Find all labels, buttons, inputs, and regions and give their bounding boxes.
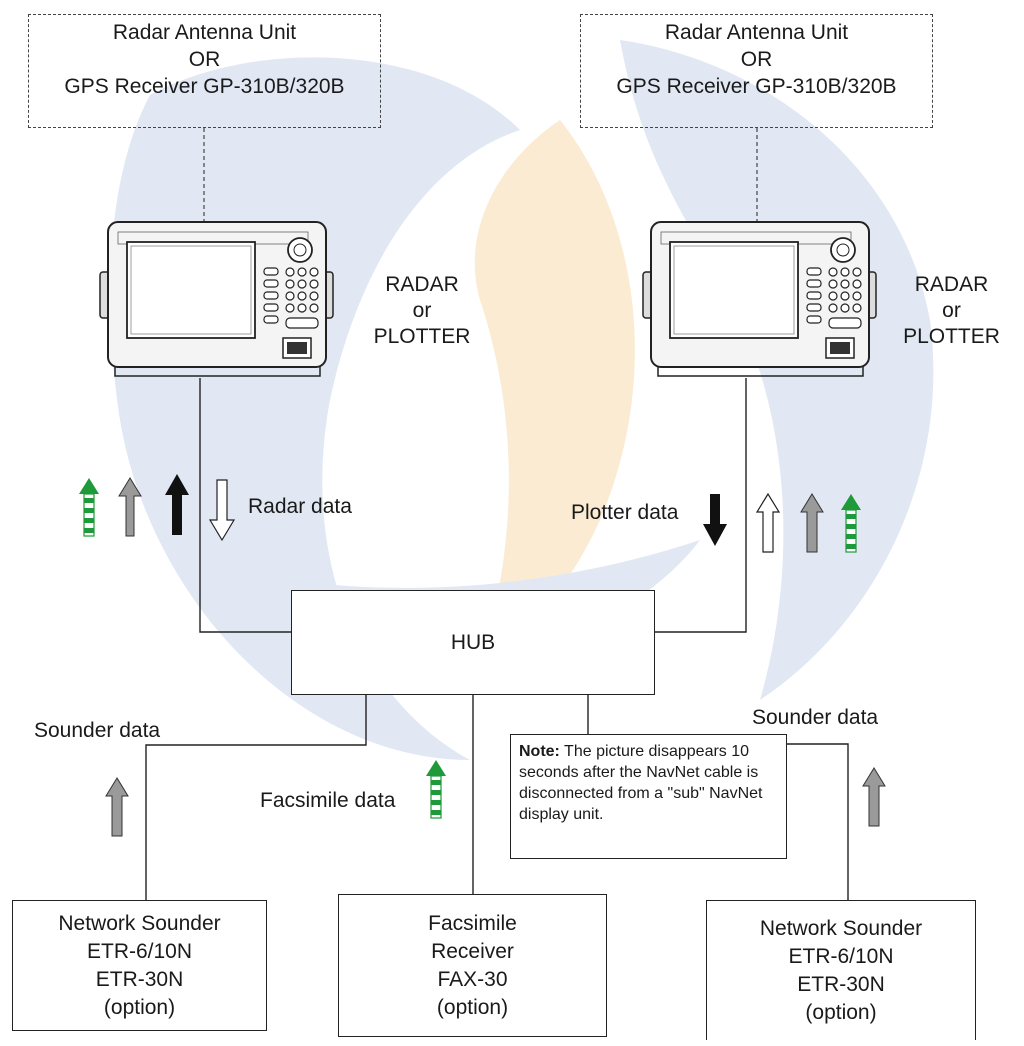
box-line-3: FAX-30 bbox=[437, 967, 508, 991]
watermark-flame bbox=[470, 120, 635, 690]
plotter-data-label: Plotter data bbox=[571, 501, 679, 524]
bottom-center-fax-box: Facsimile Receiver FAX-30 (option) bbox=[338, 894, 607, 1037]
left-arrow-group bbox=[79, 474, 236, 542]
green-striped-up-arrow-right bbox=[841, 494, 861, 553]
right-display-label: RADAR or PLOTTER bbox=[884, 272, 1019, 350]
bottom-right-sounder-box: Network Sounder ETR-6/10N ETR-30N (optio… bbox=[706, 900, 976, 1040]
box-line-4: (option) bbox=[103, 995, 176, 1019]
display-label-line-2: or bbox=[412, 299, 432, 322]
source-line-3: GPS Receiver GP-310B/320B bbox=[616, 75, 897, 98]
box-line-4: (option) bbox=[805, 1000, 877, 1024]
sounder-data-label-left: Sounder data bbox=[34, 719, 161, 742]
green-striped-up-arrow-left bbox=[79, 478, 99, 537]
radar-data-label: Radar data bbox=[248, 495, 352, 518]
display-label-line-2: or bbox=[942, 299, 961, 322]
gray-up-arrow-sounder-left bbox=[105, 777, 129, 837]
note-box: Note: The picture disappears 10 seconds … bbox=[510, 734, 787, 859]
gray-up-arrow-sounder-right bbox=[862, 767, 886, 827]
box-line-3: ETR-30N bbox=[797, 972, 885, 996]
display-label-line-1: RADAR bbox=[914, 273, 989, 296]
hub-label: HUB bbox=[450, 630, 496, 654]
facsimile-data-label: Facsimile data bbox=[260, 789, 396, 812]
box-line-2: ETR-6/10N bbox=[86, 939, 193, 963]
source-line-2: OR bbox=[188, 48, 221, 71]
right-display-unit bbox=[642, 221, 877, 377]
box-line-1: Facsimile bbox=[428, 911, 517, 935]
green-striped-up-arrow-fax bbox=[426, 760, 446, 819]
left-display-to-hub-cable bbox=[199, 378, 291, 633]
display-label-line-3: PLOTTER bbox=[903, 325, 1000, 348]
source-line-2: OR bbox=[740, 48, 773, 71]
box-line-1: Network Sounder bbox=[759, 916, 923, 940]
display-label-line-1: RADAR bbox=[385, 273, 459, 296]
sounder-data-label-right: Sounder data bbox=[752, 706, 879, 729]
top-right-source-box: Radar Antenna Unit OR GPS Receiver GP-31… bbox=[580, 14, 933, 128]
box-line-4: (option) bbox=[436, 995, 509, 1019]
network-cables bbox=[145, 378, 849, 900]
box-line-3: ETR-30N bbox=[95, 967, 184, 991]
gray-up-arrow-left bbox=[118, 477, 142, 537]
note-heading: Note: bbox=[519, 743, 560, 760]
source-line-3: GPS Receiver GP-310B/320B bbox=[64, 75, 345, 98]
white-up-arrow-right bbox=[755, 492, 781, 553]
display-label-line-3: PLOTTER bbox=[373, 325, 471, 348]
watermark-swirl-right bbox=[620, 40, 934, 700]
top-left-source-box: Radar Antenna Unit OR GPS Receiver GP-31… bbox=[28, 14, 381, 128]
note-body: The picture disappears 10 seconds after … bbox=[519, 743, 763, 823]
black-up-arrow-left bbox=[165, 474, 189, 535]
hub-to-left-sounder-cable bbox=[145, 695, 367, 900]
left-display-label: RADAR or PLOTTER bbox=[352, 272, 492, 350]
hub-box: HUB bbox=[291, 590, 655, 695]
source-line-1: Radar Antenna Unit bbox=[664, 21, 849, 44]
box-line-2: Receiver bbox=[431, 939, 514, 963]
source-line-1: Radar Antenna Unit bbox=[112, 21, 297, 44]
box-line-1: Network Sounder bbox=[58, 911, 221, 935]
bottom-left-sounder-box: Network Sounder ETR-6/10N ETR-30N (optio… bbox=[12, 900, 267, 1031]
black-down-arrow-plotter bbox=[703, 494, 727, 546]
right-display-to-hub-cable bbox=[655, 378, 747, 633]
white-down-arrow-radar bbox=[208, 479, 236, 542]
box-line-2: ETR-6/10N bbox=[788, 944, 894, 968]
left-display-unit bbox=[99, 221, 334, 377]
right-arrow-group bbox=[703, 492, 861, 553]
gray-up-arrow-right bbox=[800, 493, 824, 553]
